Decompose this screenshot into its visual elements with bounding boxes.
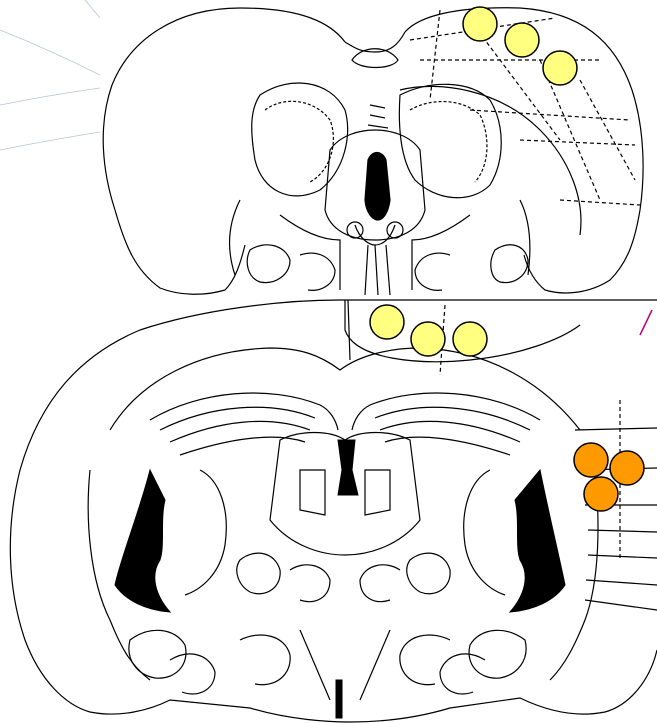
upper-yellow-site-2	[505, 23, 539, 57]
lower-yellow-site-3	[453, 322, 487, 356]
ventral-midline	[336, 680, 342, 718]
lower-orange-site-3	[584, 477, 618, 511]
lower-injection-sites-yellow	[370, 305, 487, 356]
lower-brain-section	[10, 300, 657, 722]
upper-ventricle	[365, 153, 390, 221]
lower-orange-site-1	[574, 443, 608, 477]
right-tract	[510, 470, 565, 612]
upper-injection-sites	[463, 7, 577, 85]
central-ventricle	[338, 440, 358, 495]
lower-injection-sites-orange	[574, 443, 644, 511]
upper-left-hemisphere	[103, 8, 345, 294]
left-tract	[115, 470, 170, 612]
lower-outer-contour	[10, 300, 657, 722]
lower-filled-regions	[115, 440, 565, 718]
margin-artifacts	[0, 0, 100, 150]
accent-line	[640, 310, 652, 335]
upper-yellow-site-1	[463, 7, 497, 41]
lower-yellow-site-1	[370, 305, 404, 339]
lower-orange-site-2	[610, 451, 644, 485]
lower-yellow-site-2	[411, 322, 445, 356]
upper-yellow-site-3	[543, 51, 577, 85]
